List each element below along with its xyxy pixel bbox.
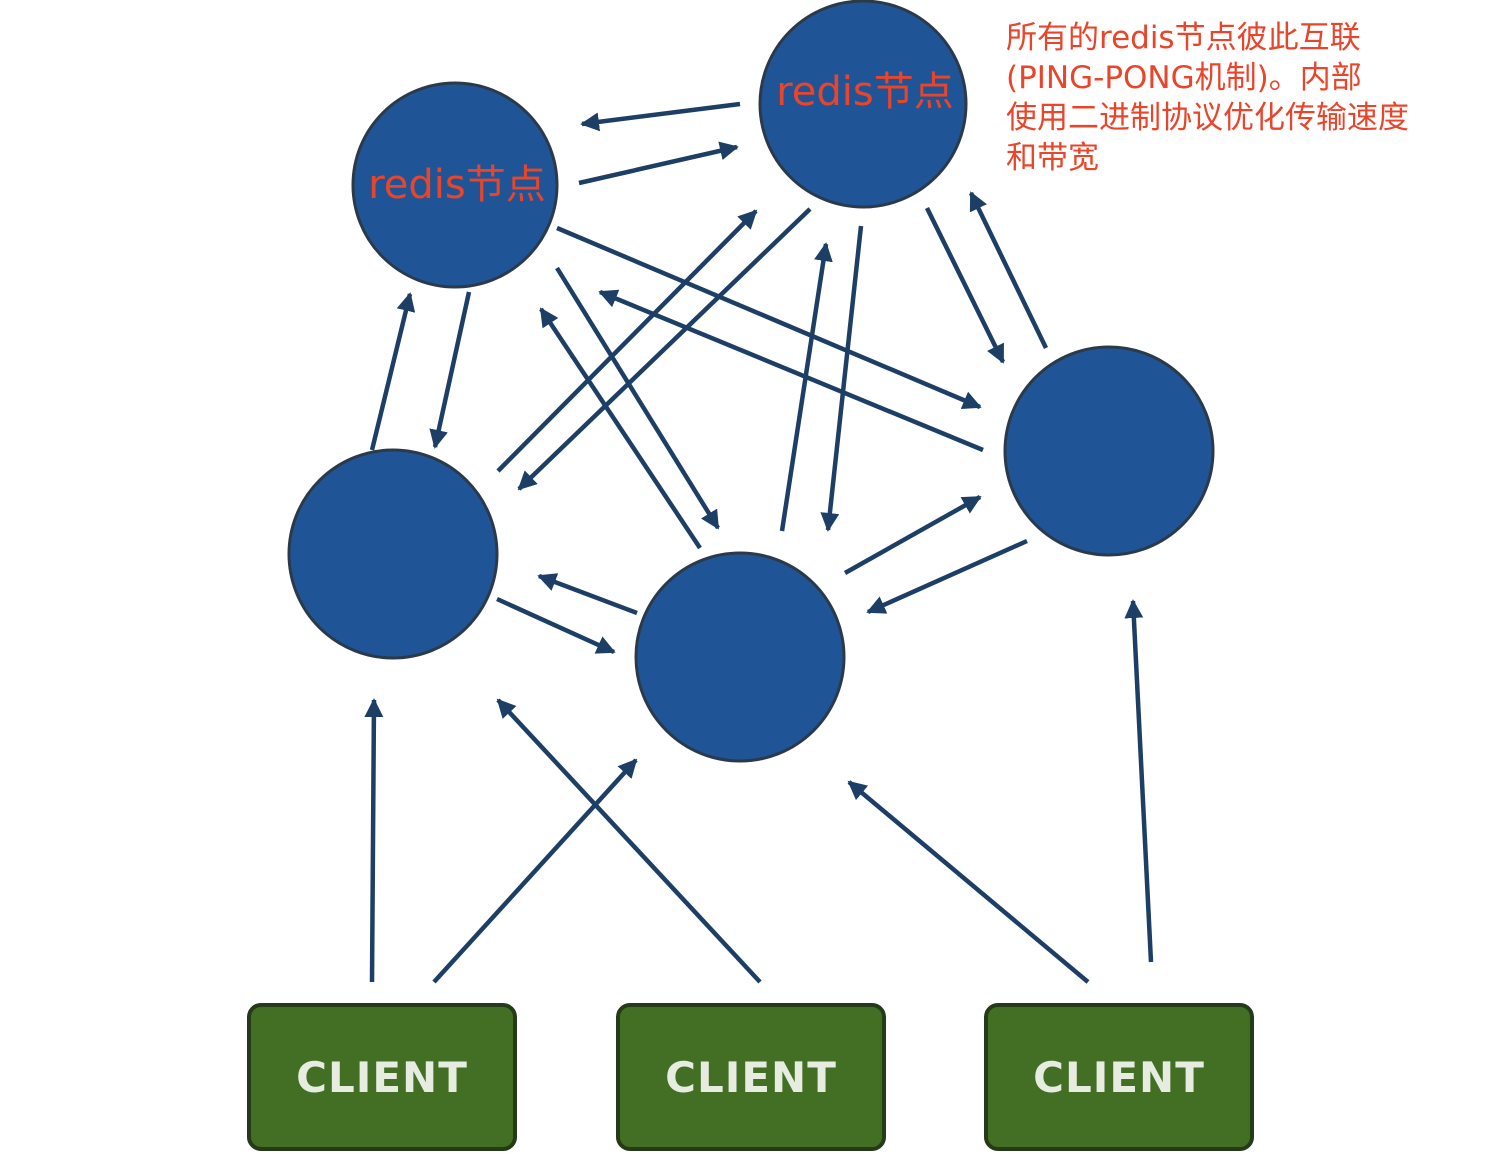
- client-label-middle: CLIENT: [665, 1053, 837, 1102]
- connection-arrow: [598, 289, 984, 453]
- connection-arrow: [968, 191, 1049, 349]
- redis-node-mid-right: [1003, 345, 1215, 557]
- annotation-line-2: (PING-PONG机制)。内部: [1006, 60, 1362, 96]
- connection-arrow: [496, 698, 762, 984]
- connection-arrow: [1124, 599, 1154, 963]
- annotation-text: 所有的redis节点彼此互联 (PING-PONG机制)。内部 使用二进制协议优…: [1006, 18, 1496, 178]
- redis-nodes: [287, 0, 1215, 763]
- connection-arrow: [537, 573, 638, 616]
- redis-node-mid-left: [287, 448, 499, 660]
- client-box-left: CLIENT: [247, 1003, 517, 1151]
- connection-arrow: [432, 758, 638, 984]
- connection-arrow: [820, 225, 864, 532]
- annotation-line-1: 所有的redis节点彼此互联: [1006, 20, 1361, 56]
- connection-arrow: [578, 141, 739, 186]
- client-box-right: CLIENT: [984, 1003, 1254, 1151]
- annotation-line-3: 使用二进制协议优化传输速度: [1006, 100, 1409, 136]
- connection-arrow: [847, 780, 1090, 984]
- connection-arrow: [924, 207, 1006, 364]
- client-boxes: CLIENT CLIENT CLIENT: [247, 1003, 1254, 1151]
- connection-arrow: [843, 495, 982, 575]
- connection-arrow: [539, 307, 702, 550]
- connection-arrows: [364, 101, 1154, 984]
- redis-node-top-right-label: redis节点: [776, 69, 954, 115]
- redis-node-center-bottom: [634, 551, 846, 763]
- client-label-right: CLIENT: [1033, 1053, 1205, 1102]
- connection-arrow: [429, 291, 472, 449]
- redis-node-top-left: [351, 81, 559, 289]
- connection-arrow: [580, 101, 741, 132]
- connection-arrow: [496, 209, 758, 473]
- connection-arrow: [496, 596, 616, 655]
- connection-arrow: [517, 207, 812, 491]
- connection-arrow: [866, 538, 1028, 615]
- redis-node-top-left-label: redis节点: [368, 162, 546, 208]
- annotation-line-4: 和带宽: [1006, 140, 1099, 176]
- connection-arrow: [369, 292, 416, 451]
- connection-arrow: [555, 266, 720, 530]
- connection-arrow: [556, 225, 982, 410]
- connection-arrow: [779, 242, 833, 532]
- connection-arrow: [364, 698, 384, 983]
- client-box-middle: CLIENT: [616, 1003, 886, 1151]
- redis-node-top-right: [758, 0, 968, 209]
- client-label-left: CLIENT: [296, 1053, 468, 1102]
